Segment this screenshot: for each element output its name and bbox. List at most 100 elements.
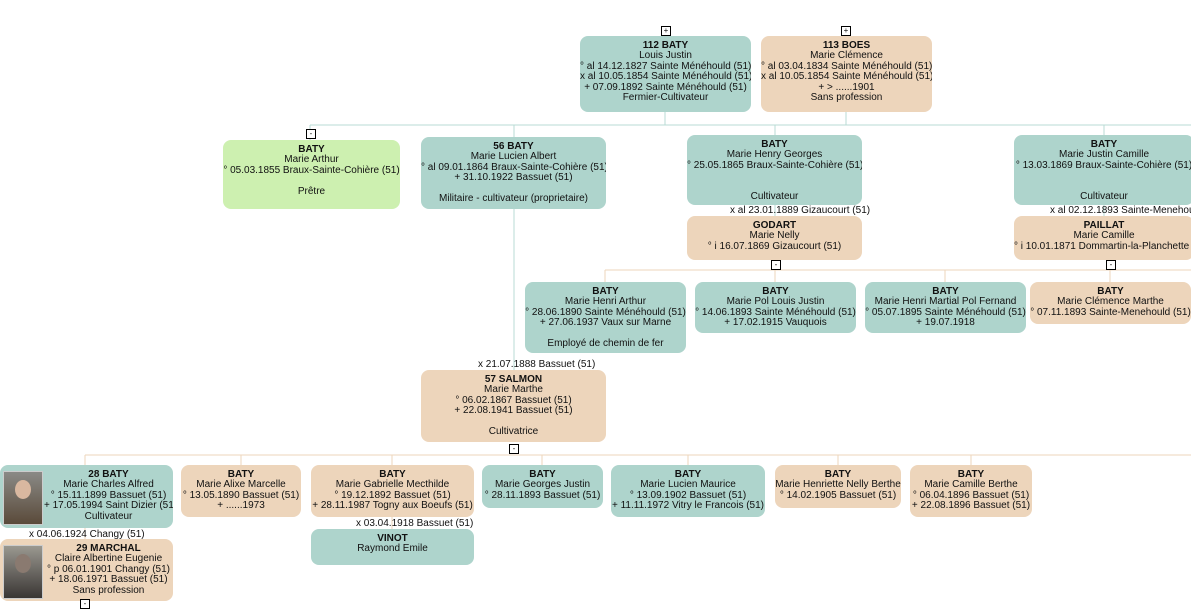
person-detail-line: Fermier-Cultivateur [622,92,709,104]
person-detail-line: + 27.06.1937 Vaux sur Marne [539,317,672,329]
person-name: BATY [592,286,619,297]
person-first-names: Marie Henri Martial Pol Fernand [874,296,1017,308]
person-detail-line: ° 14.06.1893 Sainte Ménéhould (51) [695,306,856,318]
person-name: BATY [1097,286,1124,297]
person-detail-line: Militaire - cultivateur (proprietaire) [439,193,588,205]
person-name: BATY [824,469,852,480]
collapse-toggle-button[interactable]: - [80,599,90,609]
person-detail-line: ° 06.02.1867 Bassuet (51) [455,394,572,406]
person-name: GODART [752,220,797,231]
person-name: BATY [762,286,789,297]
person-detail-line [687,171,862,181]
collapse-toggle-button[interactable]: - [1106,260,1116,270]
person-detail-line: + 31.10.1922 Bassuet (51) [454,172,573,184]
person-detail-line [1014,171,1191,181]
person-detail-line: ° 28.06.1890 Sainte Ménéhould (51) [525,306,686,318]
person-first-names: Marie Henriette Nelly Berthe [775,479,901,491]
person-detail-line: + 11.11.1972 Vitry le Francois (51) [611,500,765,512]
marriage-label: x 04.06.1924 Changy (51) [29,529,145,540]
expand-toggle-button[interactable]: + [661,26,671,36]
person-detail-line: Sans profession [810,92,883,104]
person-name: VINOT [377,533,408,544]
face-shape [15,480,31,499]
person-name: 28 BATY [88,469,129,480]
person-first-names: Raymond Emile [357,543,428,555]
expand-toggle-button[interactable]: + [841,26,851,36]
person-detail-line: x al 10.05.1854 Sainte Ménéhould (51) [580,71,751,83]
person-detail-line: Prêtre [297,185,326,197]
person-first-names: Marie Pol Louis Justin [726,296,825,308]
person-detail-line: Cultivatrice [488,426,539,438]
person-detail-line: + > ......1901 [818,81,875,93]
person-photo [3,471,43,525]
person-first-names: Marie Arthur [284,154,339,166]
person-first-names: Marie Georges Justin [494,479,591,491]
person-name: 113 BOES [822,40,871,51]
person-name: BATY [761,139,788,150]
person-name: BATY [957,469,985,480]
person-detail-line: + 07.09.1892 Sainte Ménéhould (51) [584,81,747,93]
person-name: 57 SALMON [484,374,543,385]
person-first-names: Marie Camille [1073,230,1135,242]
collapse-toggle-button[interactable]: - [509,444,519,454]
person-first-names: Marie Camille Berthe [924,479,1018,491]
person-detail-line: ° al 14.12.1827 Sainte Ménéhould (51) [580,60,751,72]
person-name: BATY [529,469,556,480]
marriage-label: x 03.04.1918 Bassuet (51) [356,518,474,529]
person-first-names: Marie Charles Alfred [63,479,154,491]
person-detail-line: Sans profession [72,584,145,596]
person-detail-line: ° 06.04.1896 Bassuet (51) [912,489,1030,501]
person-detail-line: ° al 09.01.1864 Braux-Sainte-Cohière (51… [421,161,606,173]
person-detail-line: ° 15.11.1899 Bassuet (51) [50,489,167,501]
person-detail-line: + 17.02.1915 Vauquois [724,317,827,329]
collapse-toggle-button[interactable]: - [771,260,781,270]
face-shape [15,554,31,573]
person-name: BATY [1090,139,1118,150]
person-first-names: Marie Lucien Albert [470,151,557,163]
person-first-names: Marie Clémence Marthe [1057,296,1164,308]
person-detail-line: ° 19.12.1892 Bassuet (51) [334,489,451,501]
person-detail-line: Cultivateur [84,510,133,522]
person-detail-line: ° 07.11.1893 Sainte-Menehould (51) [1030,306,1191,318]
person-detail-line: ° al 03.04.1834 Sainte Ménéhould (51) [761,60,932,72]
person-detail-line: + 17.05.1994 Saint Dizier (51) [44,500,173,512]
person-name: BATY [298,144,325,155]
person-detail-line: + 19.07.1918 [916,317,975,329]
person-detail-line: ° 13.09.1902 Bassuet (51) [629,489,747,501]
person-name: BATY [379,469,406,480]
person-name: 56 BATY [493,141,534,152]
person-first-names: Marie Justin Camille [1058,149,1150,161]
person-name: BATY [674,469,702,480]
person-name: BATY [932,286,959,297]
person-first-names: Marie Clémence [810,50,883,62]
person-name: BATY [227,469,255,480]
person-first-names: Louis Justin [639,50,692,62]
marriage-label: x al 23.01.1889 Gizaucourt (51) [730,205,871,216]
person-detail-line: Cultivateur [1080,191,1128,202]
person-name: 29 MARCHAL [76,543,141,554]
collapse-toggle-button[interactable]: - [306,129,316,139]
person-detail-line: ° p 06.01.1901 Changy (51) [47,563,170,575]
